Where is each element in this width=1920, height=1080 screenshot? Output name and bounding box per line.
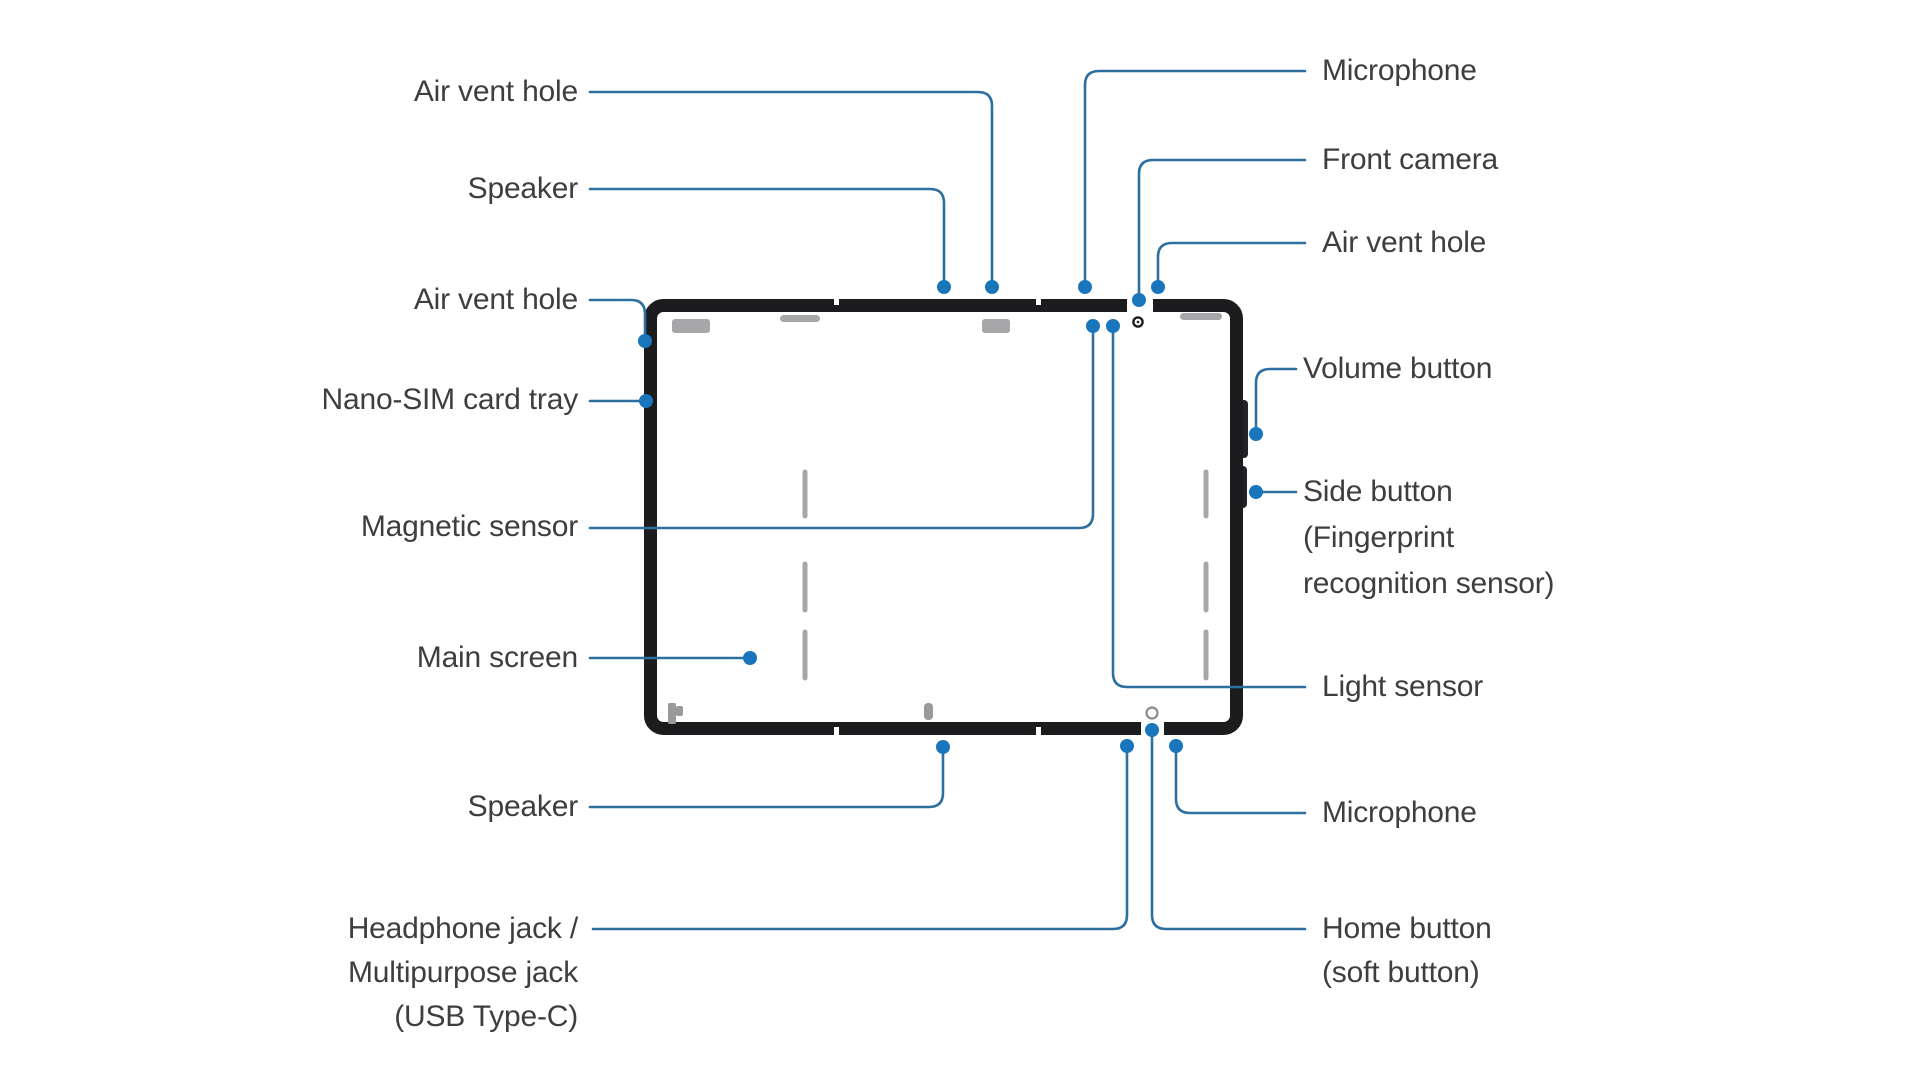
dot-headphone-jack — [1120, 739, 1134, 753]
leader-light-sensor — [1111, 330, 1307, 689]
leader-headphone-jack — [591, 751, 1129, 931]
label-main-screen: Main screen — [416, 641, 578, 674]
dot-side-button — [1249, 485, 1263, 499]
label-speaker-bottom: Speaker — [467, 790, 579, 823]
label-headphone-jack-2: Multipurpose jack — [347, 956, 578, 989]
leader-speaker-top — [588, 187, 946, 284]
leader-magnetic-sensor — [588, 330, 1095, 530]
label-home-button-1: Home button — [1322, 912, 1492, 945]
vent-slot-top-1 — [780, 315, 820, 322]
leader-air-vent-hole-right — [1156, 241, 1307, 283]
label-volume-button: Volume button — [1303, 352, 1493, 385]
dot-air-vent-hole-left — [638, 334, 652, 348]
dot-main-screen — [743, 651, 757, 665]
label-nano-sim-card-tray: Nano-SIM card tray — [321, 383, 579, 416]
leader-home-button — [1150, 735, 1307, 931]
device-body — [644, 299, 1243, 735]
label-microphone-top: Microphone — [1322, 54, 1477, 87]
dot-speaker-bottom — [936, 740, 950, 754]
label-magnetic-sensor: Magnetic sensor — [360, 510, 578, 543]
label-microphone-bottom: Microphone — [1322, 796, 1477, 829]
dot-home-button — [1145, 723, 1159, 737]
dot-microphone-bottom — [1169, 739, 1183, 753]
vent-slot-top-right — [1180, 313, 1222, 320]
frame-seam-top-1 — [834, 297, 839, 305]
dot-air-vent-hole-top — [985, 280, 999, 294]
port-mark-bottom-center — [924, 703, 933, 720]
leader-volume-button — [1254, 367, 1298, 429]
vent-grille-top-center — [982, 319, 1010, 333]
vent-grille-top-left — [672, 319, 710, 333]
label-air-vent-hole-right: Air vent hole — [1322, 226, 1487, 259]
leader-air-vent-hole-top — [588, 90, 994, 284]
label-speaker-top: Speaker — [467, 172, 579, 205]
front-camera-lens-center — [1136, 320, 1140, 324]
dot-speaker-top — [937, 280, 951, 294]
label-headphone-jack-1: Headphone jack / — [347, 912, 578, 945]
label-side-button-1: Side button — [1303, 475, 1453, 508]
dot-light-sensor — [1106, 319, 1120, 333]
leader-speaker-bottom — [588, 751, 945, 809]
dot-microphone-top — [1078, 280, 1092, 294]
label-air-vent-hole-left: Air vent hole — [413, 283, 578, 316]
leader-microphone-bottom — [1174, 750, 1307, 815]
label-front-camera: Front camera — [1322, 143, 1498, 176]
label-side-button-3: recognition sensor) — [1303, 567, 1555, 600]
frame-seam-top-2 — [1036, 297, 1041, 305]
leader-air-vent-hole-left — [588, 298, 647, 338]
leader-front-camera — [1137, 158, 1307, 296]
dot-volume-button — [1249, 427, 1263, 441]
dot-magnetic-sensor — [1086, 319, 1100, 333]
label-headphone-jack-3: (USB Type-C) — [394, 1000, 578, 1033]
jack-mark-bottom-left-nub — [676, 706, 683, 716]
dot-front-camera — [1132, 293, 1146, 307]
leader-microphone-top — [1083, 69, 1307, 283]
dot-air-vent-hole-right — [1151, 280, 1165, 294]
frame-seam-bottom-1 — [834, 727, 839, 735]
frame-seam-bottom-2 — [1036, 727, 1041, 735]
jack-mark-bottom-left — [668, 703, 676, 724]
label-home-button-2: (soft button) — [1322, 956, 1480, 989]
home-button-ring — [1145, 706, 1159, 720]
label-air-vent-hole-top: Air vent hole — [413, 75, 578, 108]
dot-nano-sim-card-tray — [639, 394, 653, 408]
label-light-sensor: Light sensor — [1322, 670, 1484, 703]
label-side-button-2: (Fingerprint — [1303, 521, 1454, 554]
